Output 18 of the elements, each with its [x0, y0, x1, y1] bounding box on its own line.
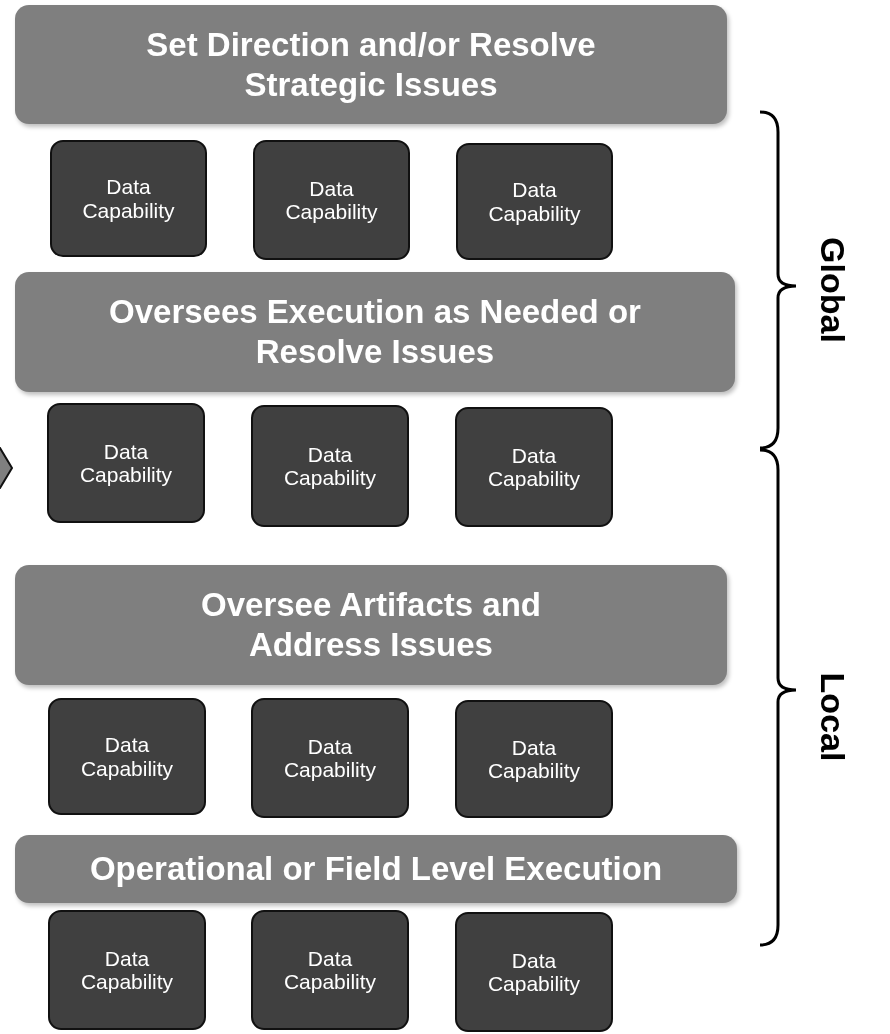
capability-box: Data Capability [251, 405, 409, 527]
level-banner: Operational or Field Level Execution [15, 835, 737, 903]
capability-box: Data Capability [253, 140, 410, 260]
capability-box: Data Capability [251, 910, 409, 1030]
scope-label: Local [812, 672, 852, 762]
capability-box: Data Capability [48, 910, 206, 1030]
capability-box: Data Capability [456, 143, 613, 260]
capability-box: Data Capability [48, 698, 206, 815]
capability-box: Data Capability [50, 140, 207, 257]
level-banner: Oversee Artifacts and Address Issues [15, 565, 727, 685]
scope-label: Global [812, 237, 852, 343]
capability-box: Data Capability [47, 403, 205, 523]
capability-box: Data Capability [251, 698, 409, 818]
level-banner: Set Direction and/or Resolve Strategic Issues [15, 5, 727, 124]
capability-box: Data Capability [455, 700, 613, 818]
capability-box: Data Capability [455, 912, 613, 1032]
capability-box: Data Capability [455, 407, 613, 527]
level-banner: Oversees Execution as Needed or Resolve Issues [15, 272, 735, 392]
